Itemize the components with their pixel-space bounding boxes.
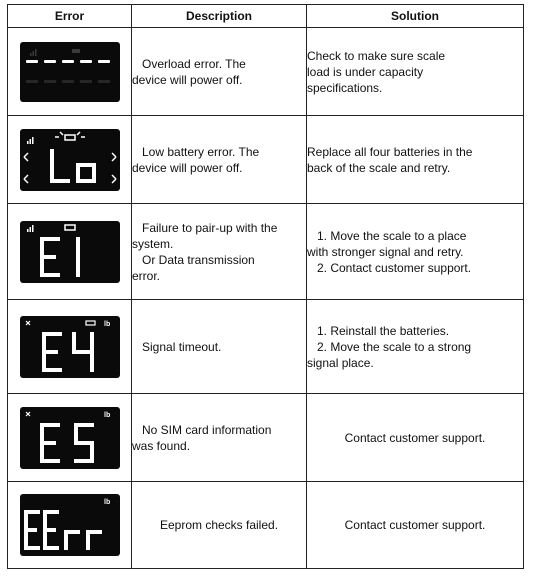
error-display-cell: lb [7,299,132,394]
signal-icon [29,48,36,56]
solution-cell: Contact customer support. [306,393,524,482]
error-table-wrapper: Error Description Solution [7,4,524,569]
header-description: Description [131,4,307,28]
solution-text: 1. Reinstall the batteries. 2. Move the … [307,323,472,370]
eerr-digits [23,510,102,550]
unit-label: lb [104,412,110,419]
solution-text: Contact customer support. [344,430,486,445]
lcd-display-e5: lb [19,406,120,469]
battery-icon [63,133,76,141]
solution-cell: 1. Reinstall the batteries. 2. Move the … [306,299,524,394]
unit-label: lb [104,499,110,506]
e4-digits [41,331,94,372]
error-display-cell [7,27,132,116]
lcd-display-e4: lb [19,315,120,378]
table-row: lb Signal timeout. [7,299,524,394]
error-display-cell: lb [7,481,132,569]
header-error: Error [7,4,132,28]
lcd-display-lo [19,128,120,191]
table-row: lb Eeprom checks failed. [7,481,524,569]
header-solution: Solution [306,4,524,28]
error-display-cell [7,203,132,300]
error-code-table: Error Description Solution [7,4,524,569]
description-text: Signal timeout. [132,339,222,354]
battery-icon [71,48,80,53]
unit-label: lb [104,321,110,328]
lcd-display-overload [19,41,120,102]
no-signal-icon [25,320,30,325]
lo-digits [49,148,96,183]
solution-cell: Contact customer support. [306,481,524,569]
battery-icon [84,319,96,326]
lcd-display-e1 [19,220,120,283]
description-cell: Eeprom checks failed. [131,481,307,569]
error-display-cell [7,115,132,204]
error-display-cell: lb [7,393,132,482]
solution-text: Contact customer support. [344,518,486,532]
signal-icon [26,224,33,232]
no-signal-icon [25,411,30,416]
description-cell: Signal timeout. [131,299,307,394]
e5-digits [39,422,94,463]
battery-icon [63,223,76,231]
description-text: Eeprom checks failed. [159,518,279,532]
signal-icon [26,136,33,144]
dash-segments [25,59,110,63]
header-row: Error Description Solution [7,4,524,28]
lcd-display-eerr: lb [19,494,120,556]
flash-marks [22,130,117,184]
e1-digits [39,236,80,277]
